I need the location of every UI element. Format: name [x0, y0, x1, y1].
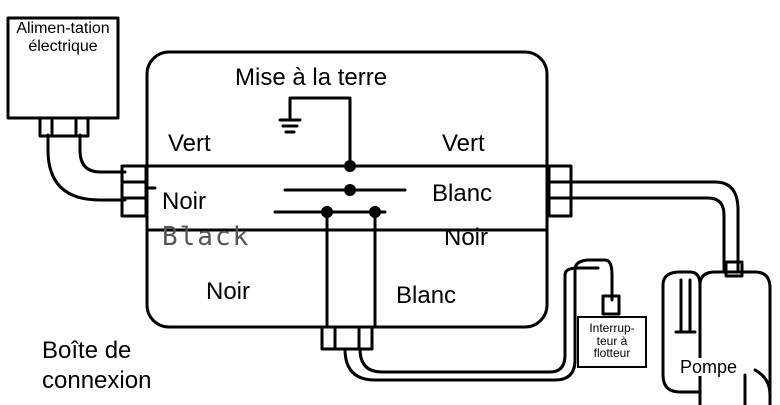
- left-green-label: Vert: [168, 130, 211, 157]
- left-black-label: Noir: [162, 188, 207, 215]
- ground-junction-dot: [344, 160, 356, 172]
- right-drop-dot: [369, 206, 381, 218]
- left-fitting-nut: [38, 116, 90, 138]
- right-green-label: Vert: [442, 130, 485, 157]
- left-box-fitting: [120, 164, 148, 218]
- left-drop-dot: [321, 206, 333, 218]
- power-conduit: [46, 133, 127, 202]
- bottom-black-label: Noir: [206, 278, 251, 305]
- ground-wire: [288, 96, 352, 168]
- ground-label: Mise à la terre: [235, 64, 388, 91]
- pump-label: Pompe: [678, 357, 740, 377]
- black-splice-dot: [344, 184, 356, 196]
- float-switch-head: [601, 294, 621, 316]
- left-black-en-label: Black: [162, 222, 251, 252]
- bottom-white-label: Blanc: [396, 282, 457, 309]
- float-switch-label: Interrup-teur à flotteur: [577, 316, 647, 368]
- right-black-label: Noir: [444, 224, 489, 251]
- junction-box-label: Boîte de connexion: [42, 337, 152, 394]
- pump-cord: [569, 180, 740, 272]
- pump-body: [698, 270, 772, 405]
- bottom-box-fitting: [320, 325, 374, 351]
- right-box-fitting: [547, 164, 573, 218]
- float-switch-cord: [343, 258, 614, 382]
- right-white-label: Blanc: [432, 180, 493, 207]
- power-supply-label: Alimen-tation électrique: [16, 20, 110, 56]
